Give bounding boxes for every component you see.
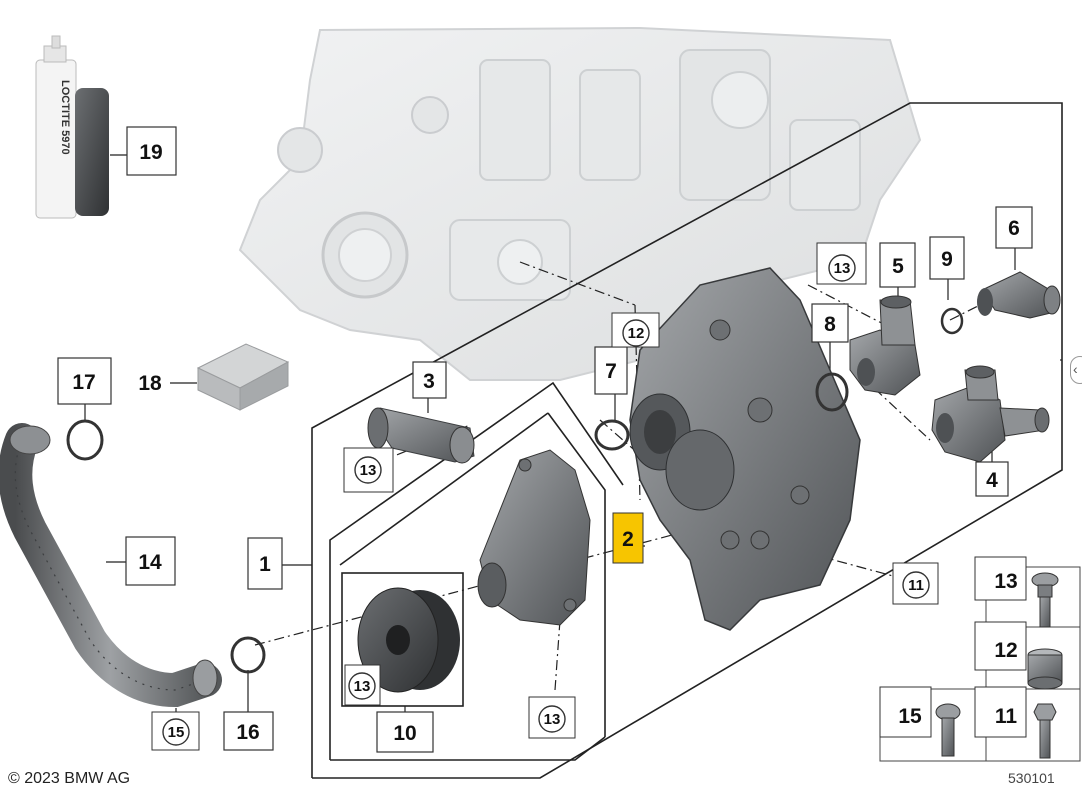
callout-14[interactable]: 14 <box>125 536 176 586</box>
svg-text:1: 1 <box>259 553 271 576</box>
callout-2-highlighted[interactable]: 2 <box>612 512 644 564</box>
svg-text:8: 8 <box>824 313 836 336</box>
part-6-elbow-connector <box>977 271 1061 319</box>
svg-text:13: 13 <box>360 462 377 479</box>
svg-text:11: 11 <box>908 577 924 594</box>
svg-text:10: 10 <box>393 722 416 745</box>
part-7-o-ring <box>594 419 630 451</box>
water-pump <box>477 449 591 626</box>
part-9-o-ring <box>940 307 964 335</box>
svg-text:17: 17 <box>72 371 95 394</box>
callout-15-circled[interactable]: 15 <box>151 711 200 751</box>
chevron-left-icon[interactable]: ‹ <box>1070 356 1082 384</box>
callout-6[interactable]: 6 <box>995 206 1033 249</box>
part-4-t-connector <box>931 365 1050 463</box>
svg-text:13: 13 <box>544 711 561 728</box>
callout-19[interactable]: 19 <box>126 126 177 176</box>
svg-text:6: 6 <box>1008 217 1020 240</box>
part-5-flange-elbow <box>849 295 921 396</box>
svg-text:18: 18 <box>138 372 162 395</box>
svg-text:3: 3 <box>423 370 435 393</box>
loctite-label: LOCTITE 5970 <box>59 80 71 155</box>
bolt-11-icon <box>1033 703 1057 759</box>
callout-4[interactable]: 4 <box>975 461 1009 497</box>
part-8-o-ring <box>815 372 849 412</box>
svg-text:2: 2 <box>622 528 634 551</box>
svg-text:15: 15 <box>898 705 922 728</box>
callout-5[interactable]: 5 <box>879 242 916 288</box>
engine-block-illustration <box>238 26 922 381</box>
svg-text:13: 13 <box>994 570 1017 593</box>
svg-text:7: 7 <box>605 360 617 383</box>
svg-text:19: 19 <box>139 141 162 164</box>
svg-text:16: 16 <box>236 721 259 744</box>
callout-17[interactable]: 17 <box>57 357 112 405</box>
callout-13-circled-pipe[interactable]: 13 <box>343 447 394 493</box>
bolt-13-icon <box>1031 572 1059 628</box>
svg-text:11: 11 <box>995 705 1018 728</box>
copyright-text: © 2023 BMW AG <box>8 770 131 787</box>
callout-16[interactable]: 16 <box>223 711 274 751</box>
callout-8[interactable]: 8 <box>811 303 849 343</box>
legend-label-13[interactable]: 13 <box>974 556 1027 601</box>
legend-label-12[interactable]: 12 <box>974 621 1027 671</box>
svg-text:13: 13 <box>354 678 371 695</box>
legend-label-11[interactable]: 11 <box>974 686 1027 738</box>
svg-text:14: 14 <box>138 551 162 574</box>
svg-text:13: 13 <box>834 260 851 277</box>
callout-13-circled-top[interactable]: 13 <box>816 242 867 285</box>
callout-12-circled[interactable]: 12 <box>611 312 660 348</box>
part-2-pump-housing <box>629 267 861 631</box>
svg-text:4: 4 <box>986 469 998 492</box>
callout-1[interactable]: 1 <box>247 537 283 590</box>
svg-text:12: 12 <box>628 325 645 342</box>
bolt-15-icon <box>935 703 961 757</box>
callout-7[interactable]: 7 <box>594 346 628 395</box>
callout-10[interactable]: 10 <box>376 711 434 753</box>
part-17-o-ring <box>66 419 104 461</box>
part-14-coolant-hose <box>0 423 222 708</box>
assembly-frame-lines <box>311 102 1063 779</box>
part-16-hose-clamp <box>230 636 266 674</box>
callout-13-circled-pulley[interactable]: 13 <box>344 664 381 706</box>
diagram-number: 530101 <box>1008 770 1055 786</box>
svg-text:15: 15 <box>168 724 185 741</box>
part-3-pipe-connector <box>367 407 475 464</box>
svg-text:12: 12 <box>994 639 1017 662</box>
svg-text:5: 5 <box>892 255 904 278</box>
callout-13-circled-bottom[interactable]: 13 <box>528 696 576 739</box>
callout-3[interactable]: 3 <box>412 361 447 399</box>
part-18-box <box>196 343 290 411</box>
callout-11-circled[interactable]: 11 <box>892 562 939 605</box>
legend-label-15[interactable]: 15 <box>879 686 932 738</box>
callout-18[interactable]: 18 <box>131 357 170 408</box>
sleeve-12-icon <box>1027 648 1063 690</box>
callout-9[interactable]: 9 <box>929 236 965 280</box>
svg-text:9: 9 <box>941 248 953 271</box>
part-19-loctite-tube: LOCTITE 5970 <box>35 35 109 219</box>
